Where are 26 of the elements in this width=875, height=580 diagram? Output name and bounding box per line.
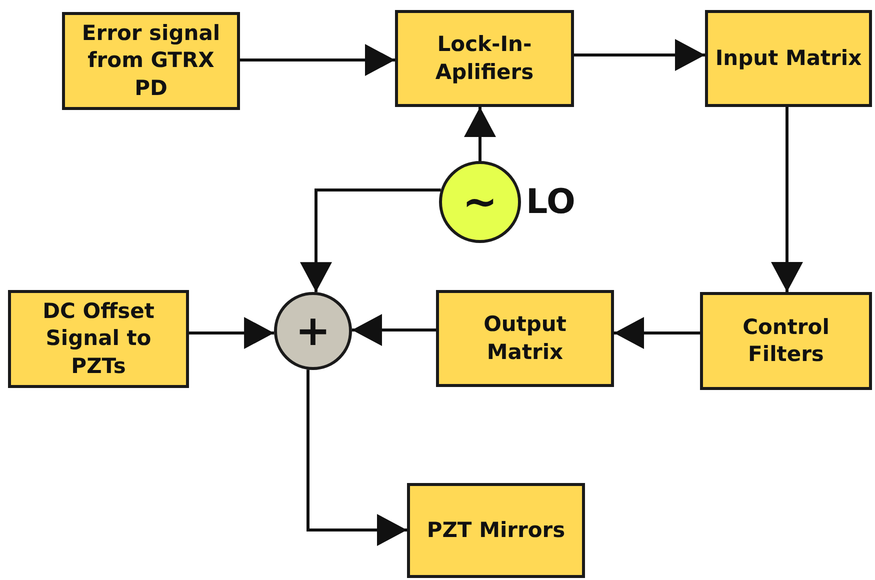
arrow [574,39,705,71]
process-box [395,10,574,107]
arrow [352,314,436,346]
box-label: PZT Mirrors [426,516,566,544]
arrow [306,370,407,546]
arrow [240,44,395,76]
tilde-symbol: ~ [462,181,498,223]
plus-symbol: + [295,310,331,352]
oscillator-label: LO [526,182,576,222]
box-label: Input Matrix [715,44,862,72]
arrow [464,107,496,161]
arrow [300,188,441,292]
process-box [407,483,585,578]
box-label: DC Offset Signal to PZTs [42,298,156,380]
box-label: Control Filters [742,314,830,368]
process-box [436,290,614,387]
arrow [189,317,274,349]
process-box [62,12,240,110]
process-box [705,10,872,107]
arrow [614,317,700,349]
process-box [8,290,189,388]
process-box [700,292,872,390]
box-label: Output Matrix [482,311,568,366]
box-label: Error signal from GTRX PD [80,20,222,102]
arrow [771,107,803,292]
box-label: Lock-In-Aplifiers [434,31,535,86]
